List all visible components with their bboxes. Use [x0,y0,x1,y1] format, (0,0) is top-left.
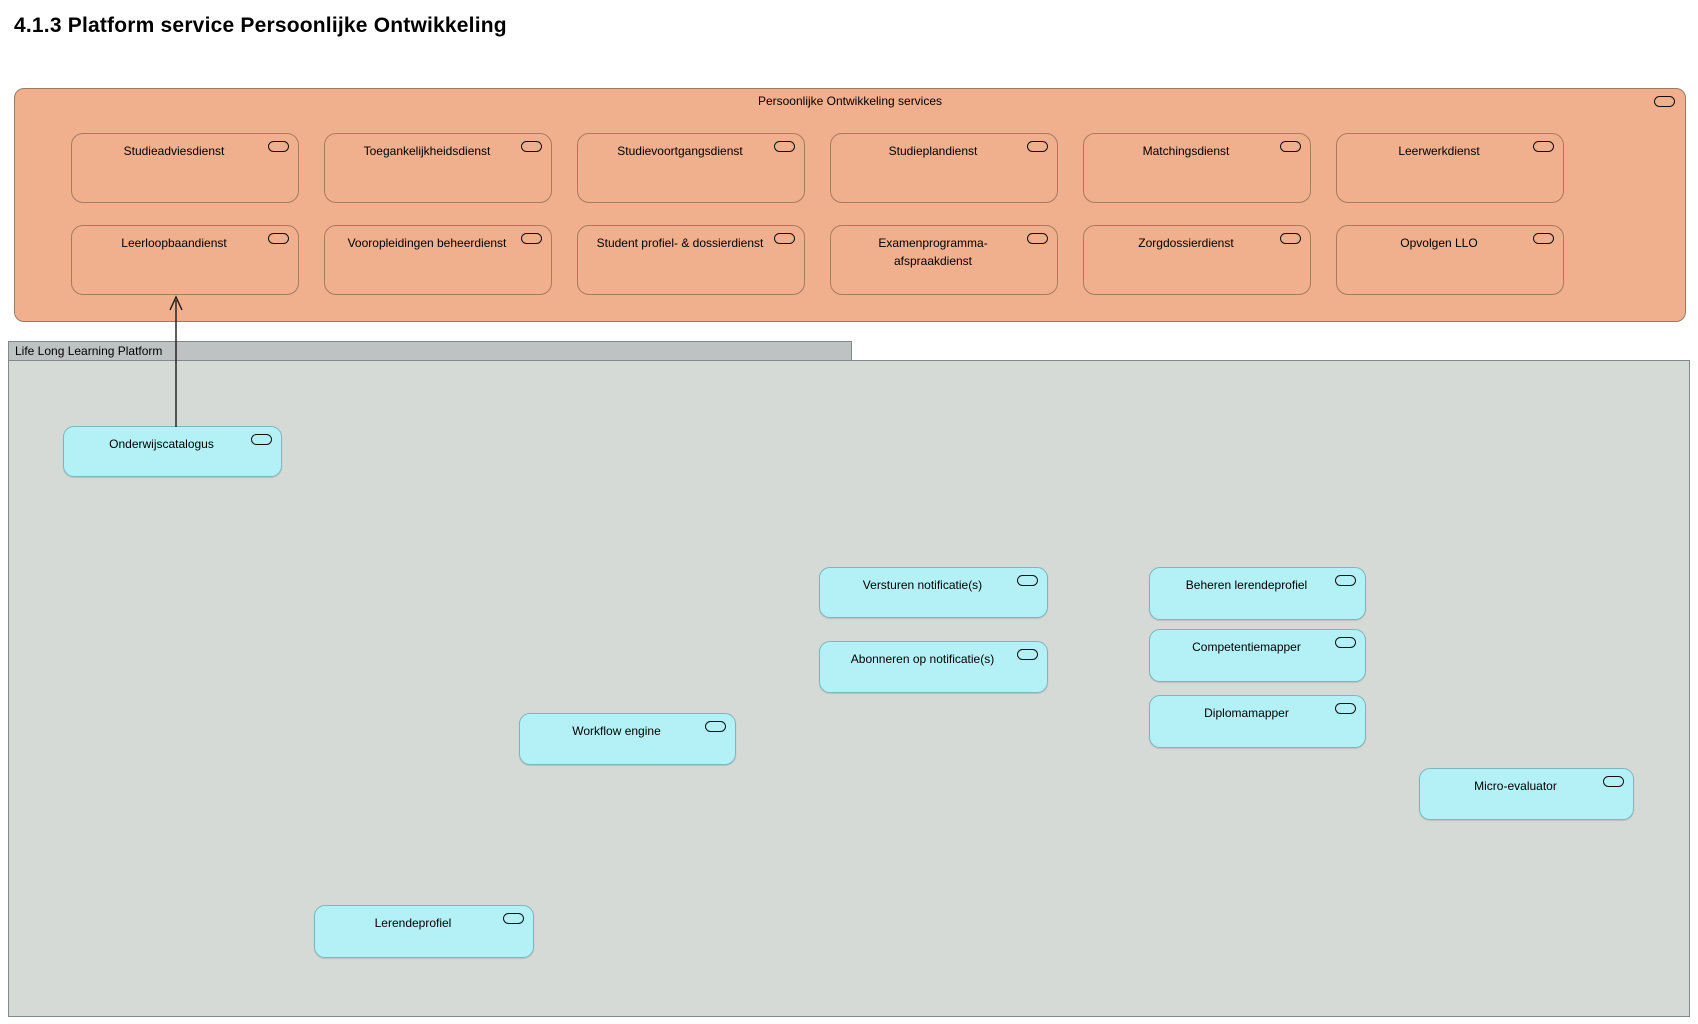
service-label-row: Beheren lerendeprofiel [1150,568,1365,594]
application-service-icon [268,141,289,152]
service-label: Beheren lerendeprofiel [1185,578,1308,592]
service-label-row: Versturen notificatie(s) [820,568,1047,594]
service-label-row: Leerwerkdienst [1337,134,1563,160]
application-service-icon [1654,96,1675,107]
po-service-box[interactable]: Opvolgen LLO [1336,225,1564,295]
po-container-header: Persoonlijke Ontwikkeling services [15,89,1685,113]
service-label: Abonneren op notificatie(s) [850,652,995,666]
lll-service-box[interactable]: Diplomamapper [1149,695,1366,748]
application-service-icon [774,233,795,244]
application-service-icon [251,434,272,445]
lll-service-box[interactable]: Micro-evaluator [1419,768,1634,820]
service-label-row: Leerloopbaandienst [72,226,298,252]
service-label: Onderwijscatalogus [109,437,214,451]
service-label-row: Onderwijscatalogus [64,427,281,453]
service-label: Lerendeprofiel [374,916,452,930]
application-service-icon [521,233,542,244]
application-service-icon [1017,575,1038,586]
application-service-icon [1280,233,1301,244]
service-label-row: Examenprogramma-afspraakdienst [831,226,1057,270]
service-label-row: Lerendeprofiel [315,906,533,932]
service-label-row: Student profiel- & dossierdienst [578,226,804,252]
service-label-row: Studieplandienst [831,134,1057,160]
po-service-box[interactable]: Leerloopbaandienst [71,225,299,295]
application-service-icon [1335,575,1356,586]
po-service-box[interactable]: Toegankelijkheidsdienst [324,133,552,203]
service-label-row: Studievoortgangsdienst [578,134,804,160]
lll-service-box[interactable]: Lerendeprofiel [314,905,534,958]
service-label: Workflow engine [572,724,661,738]
lll-service-box[interactable]: Competentiemapper [1149,629,1366,682]
lll-service-box[interactable]: Abonneren op notificatie(s) [819,641,1048,693]
application-service-icon [1017,649,1038,660]
service-label-row: Micro-evaluator [1420,769,1633,795]
service-label-row: Toegankelijkheidsdienst [325,134,551,160]
po-service-box[interactable]: Studieplandienst [830,133,1058,203]
po-service-box[interactable]: Leerwerkdienst [1336,133,1564,203]
application-service-icon [268,233,289,244]
application-service-icon [1335,637,1356,648]
application-service-icon [1280,141,1301,152]
service-label: Micro-evaluator [1474,779,1557,793]
service-label: Versturen notificatie(s) [862,578,983,592]
lll-platform-label: Life Long Learning Platform [15,344,163,358]
service-label-row: Matchingsdienst [1084,134,1310,160]
application-service-icon [705,721,726,732]
service-label: Opvolgen LLO [1400,236,1478,250]
lll-platform-body[interactable]: Onderwijscatalogus Versturen notificatie… [8,360,1690,1017]
application-service-icon [1533,141,1554,152]
service-label-row: Zorgdossierdienst [1084,226,1310,252]
page-title: 4.1.3 Platform service Persoonlijke Ontw… [14,14,507,37]
po-services-grid: Studieadviesdienst Toegankelijkheidsdien… [71,133,1564,295]
service-label: Vooropleidingen beheerdienst [347,236,507,250]
service-label: Leerwerkdienst [1398,144,1480,158]
lll-service-box[interactable]: Beheren lerendeprofiel [1149,567,1366,620]
po-service-box[interactable]: Examenprogramma-afspraakdienst [830,225,1058,295]
application-service-icon [1027,141,1048,152]
application-service-icon [774,141,795,152]
service-label-row: Workflow engine [520,714,735,740]
service-label-row: Competentiemapper [1150,630,1365,656]
service-label-row: Studieadviesdienst [72,134,298,160]
service-label-row: Vooropleidingen beheerdienst [325,226,551,252]
service-label: Toegankelijkheidsdienst [363,144,491,158]
application-service-icon [1533,233,1554,244]
lll-platform-tab[interactable]: Life Long Learning Platform [8,341,852,361]
po-service-box[interactable]: Student profiel- & dossierdienst [577,225,805,295]
po-service-box[interactable]: Studieadviesdienst [71,133,299,203]
lll-service-box[interactable]: Onderwijscatalogus [63,426,282,477]
service-label: Matchingsdienst [1142,144,1230,158]
service-label: Studieplandienst [888,144,978,158]
lll-service-box[interactable]: Versturen notificatie(s) [819,567,1048,618]
po-service-box[interactable]: Vooropleidingen beheerdienst [324,225,552,295]
lll-service-box[interactable]: Workflow engine [519,713,736,765]
service-label: Zorgdossierdienst [1138,236,1234,250]
persoonlijke-ontwikkeling-container[interactable]: Persoonlijke Ontwikkeling services Studi… [14,88,1686,322]
po-service-box[interactable]: Matchingsdienst [1083,133,1311,203]
service-label-row: Abonneren op notificatie(s) [820,642,1047,668]
application-service-icon [521,141,542,152]
po-service-box[interactable]: Zorgdossierdienst [1083,225,1311,295]
application-service-icon [503,913,524,924]
po-service-box[interactable]: Studievoortgangsdienst [577,133,805,203]
service-label: Leerloopbaandienst [121,236,227,250]
application-service-icon [1335,703,1356,714]
service-label: Diplomamapper [1204,706,1289,720]
service-label: Student profiel- & dossierdienst [596,236,764,250]
service-label-row: Diplomamapper [1150,696,1365,722]
service-label: Studievoortgangsdienst [617,144,743,158]
service-label: Competentiemapper [1192,640,1301,654]
service-label-row: Opvolgen LLO [1337,226,1563,252]
service-label: Studieadviesdienst [123,144,225,158]
application-service-icon [1603,776,1624,787]
application-service-icon [1027,233,1048,244]
po-container-title: Persoonlijke Ontwikkeling services [757,94,943,108]
service-label: Examenprogramma-afspraakdienst [878,236,988,268]
